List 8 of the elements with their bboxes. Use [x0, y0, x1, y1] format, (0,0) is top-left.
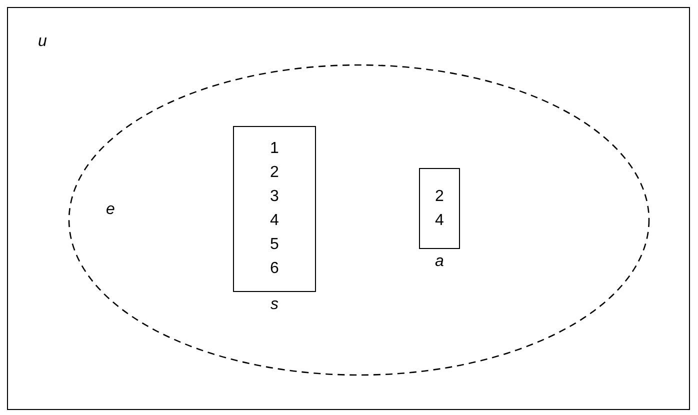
set-label: e — [106, 202, 115, 218]
set-label: s — [270, 297, 278, 313]
universe-box — [7, 7, 690, 410]
set-ellipse — [68, 64, 650, 376]
element-list: 2 4 — [430, 184, 450, 232]
set-label: u — [38, 34, 47, 50]
element-list: 1 2 3 4 5 6 — [264, 137, 284, 281]
set-label: a — [435, 254, 444, 270]
